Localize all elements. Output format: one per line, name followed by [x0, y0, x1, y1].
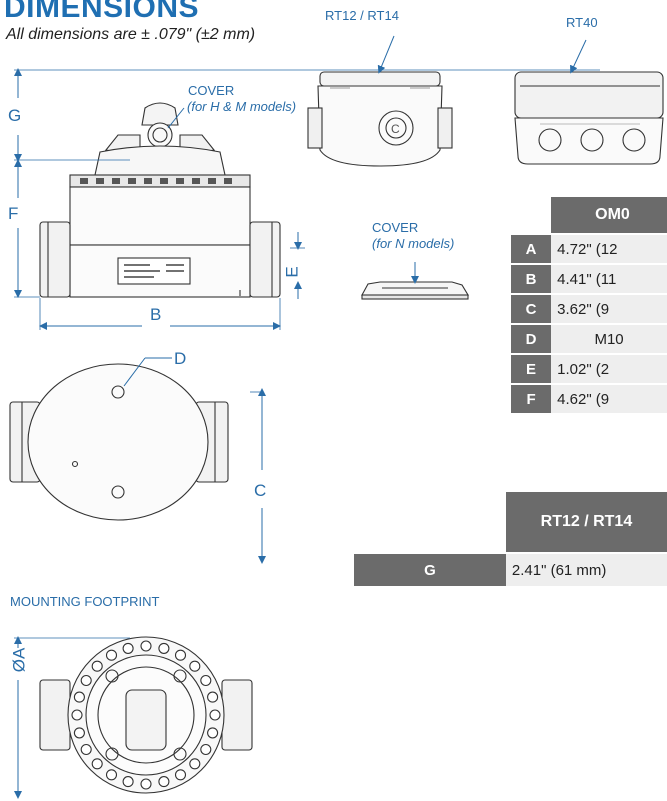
row-key: G: [354, 552, 506, 586]
table-row: B 4.41" (11: [511, 263, 667, 294]
bolt-hole: [71, 709, 83, 721]
rt40-drawing: [514, 71, 664, 165]
dimension-table: OM0 A 4.72" (12 B 4.41" (11 C 3.62" (9 D…: [511, 195, 667, 413]
svg-text:C: C: [391, 122, 400, 136]
label-cover-hm: COVER: [188, 83, 235, 98]
row-key: C: [511, 293, 552, 324]
row-key: B: [511, 263, 552, 294]
dim-label-f: F: [8, 204, 19, 223]
bolt-hole: [140, 640, 152, 652]
cover-n-drawing: [361, 281, 469, 300]
row-value: 1.02" (2: [551, 353, 667, 384]
bolt-hole: [200, 674, 212, 687]
bolt-hole: [80, 743, 92, 756]
label-rt40: RT40: [566, 15, 598, 30]
row-key: F: [511, 383, 552, 413]
side-view-drawing: [39, 102, 281, 298]
bolt-hole: [122, 776, 134, 788]
bolt-hole: [158, 776, 170, 788]
bolt-hole: [189, 660, 201, 672]
table-header-om: OM0: [551, 195, 667, 234]
row-value: 3.62" (9: [551, 293, 667, 324]
footprint-drawing: [9, 363, 229, 521]
row-key: E: [511, 353, 552, 384]
label-rt12-rt14: RT12 / RT14: [325, 8, 399, 23]
table-row: A 4.72" (12: [511, 233, 667, 264]
g-dimension-table: RT12 / RT14 G 2.41" (61 mm): [354, 492, 667, 586]
table-row: C 3.62" (9: [511, 293, 667, 324]
row-value: 4.72" (12: [551, 233, 667, 264]
row-value: 2.41" (61 mm): [505, 552, 667, 586]
label-cover-n: COVER: [372, 220, 419, 235]
bolt-hole: [73, 727, 85, 739]
table-row: F 4.62" (9: [511, 383, 667, 413]
bolt-hole: [105, 649, 118, 661]
label-cover-hm-sub: (for H & M models): [187, 99, 297, 114]
table-row: D M10: [511, 323, 667, 354]
bolt-hole: [80, 674, 92, 687]
bolt-hole: [207, 727, 219, 739]
bolt-hole: [140, 778, 152, 790]
bolt-hole: [209, 709, 221, 721]
table-row: G 2.41" (61 mm): [354, 552, 667, 586]
bolt-hole: [174, 769, 187, 781]
row-key: D: [511, 323, 552, 354]
bolt-hole: [122, 642, 134, 654]
g-table-header: RT12 / RT14: [505, 492, 667, 553]
row-key: A: [511, 233, 552, 264]
table-row: E 1.02" (2: [511, 353, 667, 384]
dim-label-d: D: [174, 349, 187, 368]
dim-label-c: C: [254, 481, 267, 500]
bolt-hole: [73, 691, 85, 703]
bolt-hole: [91, 660, 103, 672]
row-value: M10: [551, 323, 667, 354]
dim-label-b: B: [150, 305, 162, 324]
label-mounting-footprint: MOUNTING FOOTPRINT: [10, 594, 160, 609]
bolt-hole: [200, 743, 212, 756]
bolt-hole: [158, 642, 170, 654]
bolt-hole: [91, 758, 103, 770]
label-cover-n-sub: (for N models): [372, 236, 455, 251]
bolt-hole: [174, 649, 187, 661]
bolt-hole: [189, 758, 201, 770]
row-value: 4.41" (11: [551, 263, 667, 294]
page-title: DIMENSIONS: [4, 0, 200, 24]
bolt-hole: [105, 769, 118, 781]
row-value: 4.62" (9: [551, 383, 667, 413]
page-subtitle: All dimensions are ± .079" (±2 mm): [6, 26, 256, 43]
dim-label-g: G: [8, 106, 22, 125]
rt12-rt14-drawing: C: [307, 71, 453, 167]
bolt-hole: [207, 691, 219, 703]
bolt-ring-drawing: [39, 636, 253, 794]
